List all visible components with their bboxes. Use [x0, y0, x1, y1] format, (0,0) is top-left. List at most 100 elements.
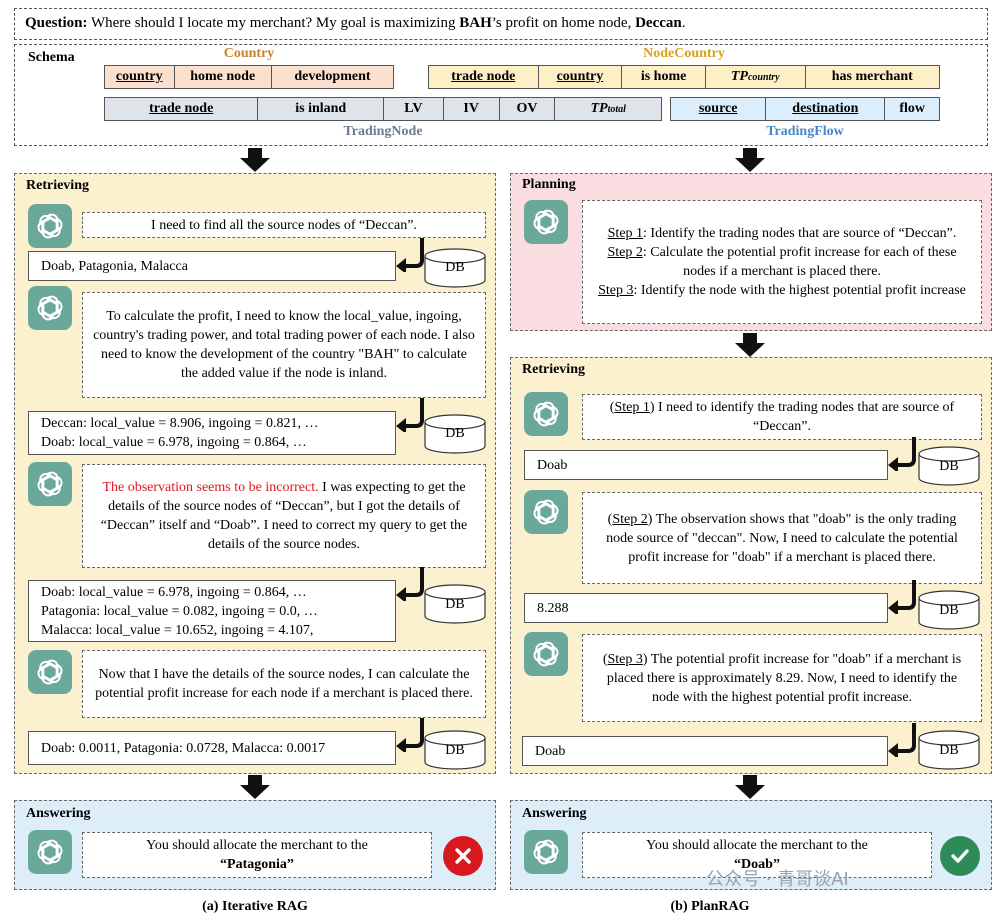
chatgpt-icon	[524, 200, 568, 244]
tp-country-main: TP	[730, 69, 748, 84]
plan-step-3-text: : Identify the node with the highest pot…	[633, 283, 966, 298]
question-bold-2: Deccan	[635, 15, 682, 31]
country-col-country: country	[105, 66, 175, 88]
left-answer-bubble: You should allocate the merchant to the …	[82, 832, 432, 878]
plan-step-1: Step 1: Identify the trading nodes that …	[608, 224, 957, 243]
hook-arrow-icon	[888, 723, 918, 757]
right-thought-3-text: (Step 3) The potential profit increase f…	[602, 651, 962, 705]
chatgpt-icon	[28, 286, 72, 330]
tp-country-sub: country	[747, 71, 780, 83]
chatgpt-icon	[28, 650, 72, 694]
left-thought-3-text: The observation seems to be incorrect. I…	[93, 478, 475, 554]
hook-arrow-icon	[396, 398, 426, 432]
left-observation-3: Doab: local_value = 6.978, ingoing = 0.8…	[28, 580, 396, 642]
country-col-home-node: home node	[175, 66, 272, 88]
right-answer-bubble: You should allocate the merchant to the …	[582, 832, 932, 878]
tradingnode-col-is-inland: is inland	[258, 98, 384, 120]
plan-step-2: Step 2: Calculate the potential profit i…	[593, 243, 971, 281]
right-thought-1: (Step 1) I need to identify the trading …	[582, 394, 982, 440]
chatgpt-icon	[28, 462, 72, 506]
schema-box	[14, 44, 988, 146]
left-observation-3-line-2: Patagonia: local_value = 0.082, ingoing …	[41, 603, 318, 619]
tradingnode-col-lv: LV	[384, 98, 444, 120]
question-text-1: Where should I locate my merchant? My go…	[87, 15, 460, 31]
right-thought-3-body: ) The potential profit increase for "doa…	[606, 651, 962, 705]
tradingflow-table: source destination flow	[670, 97, 940, 121]
left-observation-2: Deccan: local_value = 8.906, ingoing = 0…	[28, 411, 396, 455]
tradingnode-col-ov: OV	[500, 98, 556, 120]
schema-label: Schema	[28, 50, 75, 65]
question-bold-1: BAH	[459, 15, 492, 31]
question-text-2: ’s profit on home node,	[491, 15, 636, 31]
right-thought-1-text: (Step 1) I need to identify the trading …	[609, 400, 955, 434]
right-thought-1-step: Step 1	[614, 400, 650, 415]
db-label: DB	[445, 426, 465, 441]
plan-step-3-label: Step 3	[598, 283, 634, 298]
nodecountry-col-is-home: is home	[622, 66, 706, 88]
right-thought-1-body: ) I need to identify the trading nodes t…	[649, 400, 955, 434]
planning-title: Planning	[522, 177, 576, 192]
nodecountry-col-has-merchant: has merchant	[831, 69, 913, 84]
left-answer-node: “Patagonia”	[220, 857, 294, 872]
db-label: DB	[939, 743, 959, 758]
country-col-development: development	[294, 69, 371, 84]
arrow-down-icon	[240, 775, 270, 799]
planning-bubble: Step 1: Identify the trading nodes that …	[582, 200, 982, 324]
tradingnode-col-iv: IV	[444, 98, 500, 120]
hook-arrow-icon	[396, 567, 426, 601]
hook-arrow-icon	[888, 437, 918, 471]
right-observation-3: Doab	[522, 736, 888, 766]
left-retrieving-title: Retrieving	[26, 178, 89, 193]
tp-total-main: TP	[590, 101, 608, 116]
hook-arrow-icon	[396, 718, 426, 752]
country-table: country home node development	[104, 65, 394, 89]
left-observation-3-line-1: Doab: local_value = 6.978, ingoing = 0.8…	[41, 584, 307, 600]
right-retrieving-title: Retrieving	[522, 362, 585, 377]
right-answer-text: You should allocate the merchant to the	[646, 838, 868, 853]
plan-step-1-text: : Identify the trading nodes that are so…	[643, 226, 957, 241]
tp-total-sub: total	[607, 103, 626, 115]
watermark: 公众号 · 青哥谈AI	[706, 869, 849, 890]
plan-step-2-text: : Calculate the potential profit increas…	[642, 245, 957, 279]
left-thought-4: Now that I have the details of the sourc…	[82, 650, 486, 718]
db-label: DB	[445, 743, 465, 758]
right-thought-3: (Step 3) The potential profit increase f…	[582, 634, 982, 722]
nodecountry-table-title: NodeCountry	[643, 46, 725, 61]
right-thought-2-step: Step 2	[612, 511, 648, 527]
nodecountry-col-trade-node: trade node	[429, 66, 539, 88]
plan-step-2-label: Step 2	[607, 245, 643, 260]
right-answer-node: “Doab”	[734, 857, 780, 872]
right-thought-2: (Step 2) The observation shows that "doa…	[582, 492, 982, 584]
right-thought-2-body: ) The observation shows that "doab" is t…	[606, 511, 958, 565]
tradingflow-col-destination: destination	[766, 98, 886, 120]
right-observation-2: 8.288	[524, 593, 888, 623]
hook-arrow-icon	[396, 238, 426, 272]
question-label: Question:	[25, 15, 88, 31]
tradingflow-col-source: source	[671, 98, 767, 120]
tradingnode-col-trade-node: trade node	[105, 98, 259, 120]
left-thought-1: I need to find all the source nodes of “…	[82, 212, 486, 238]
arrow-down-icon	[735, 148, 765, 172]
tradingnode-table-title: TradingNode	[343, 124, 423, 139]
left-answering-title: Answering	[26, 806, 91, 821]
left-thought-3: The observation seems to be incorrect. I…	[82, 464, 486, 568]
right-answering-title: Answering	[522, 806, 587, 821]
arrow-down-icon	[735, 775, 765, 799]
country-table-title: Country	[223, 46, 275, 61]
question-text-3: .	[681, 15, 686, 31]
chatgpt-icon	[524, 632, 568, 676]
nodecountry-col-country: country	[539, 66, 623, 88]
left-answer-text: You should allocate the merchant to the	[146, 838, 368, 853]
correct-answer-icon	[940, 836, 980, 876]
right-observation-1: Doab	[524, 450, 888, 480]
right-thought-3-step: Step 3	[607, 651, 643, 667]
arrow-down-icon	[735, 333, 765, 357]
left-observation-4: Doab: 0.0011, Patagonia: 0.0728, Malacca…	[28, 731, 396, 765]
plan-step-1-label: Step 1	[607, 226, 644, 241]
left-observation-3-line-3: Malacca: local_value = 10.652, ingoing =…	[41, 622, 314, 638]
chatgpt-icon	[524, 490, 568, 534]
